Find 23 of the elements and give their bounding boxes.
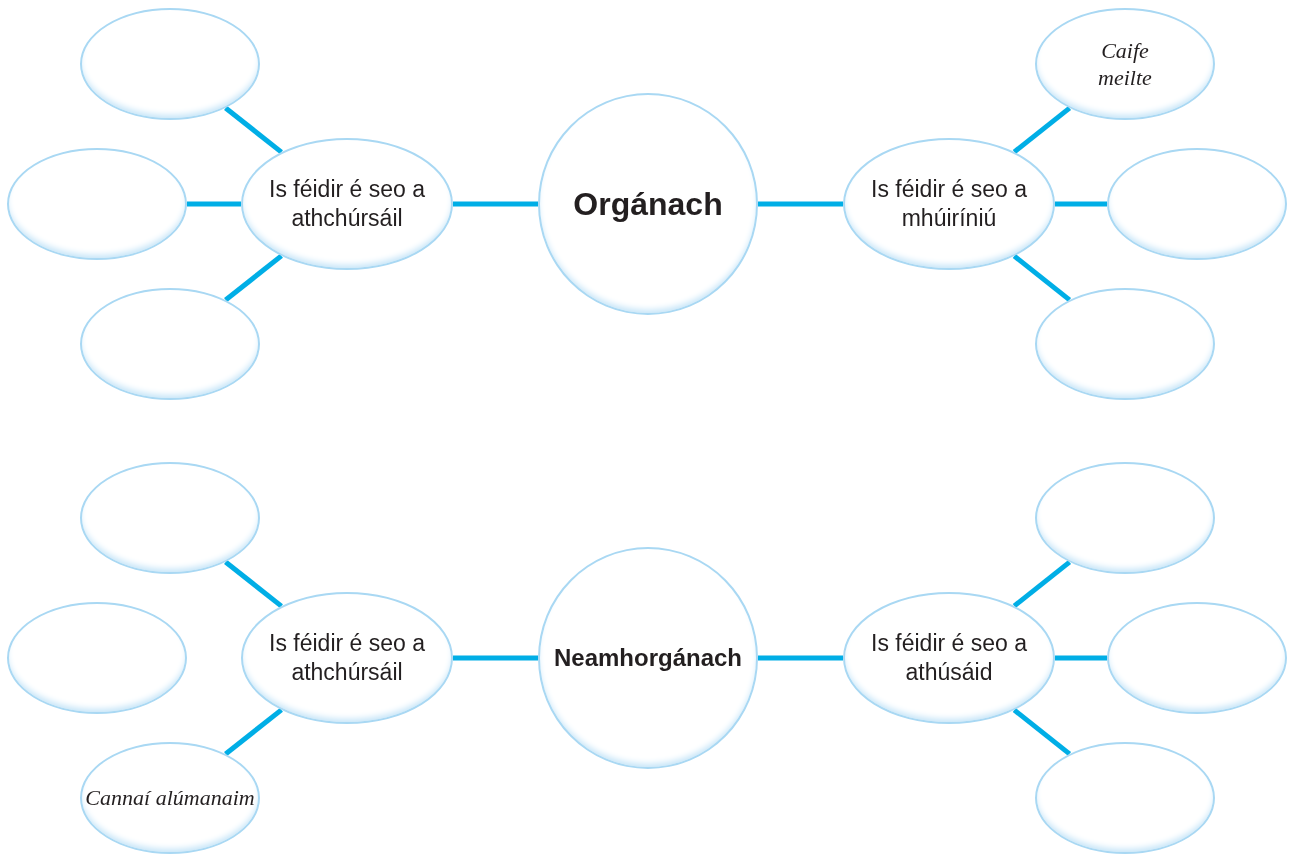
node-label: Is féidir é seo a mhúiríniú (870, 175, 1028, 233)
topic-title: Neamhorgánach (553, 643, 743, 673)
connector-line (1055, 201, 1107, 207)
connector-line (758, 201, 843, 207)
connector-line (758, 655, 843, 661)
connector-line (1012, 106, 1072, 154)
topic-title: Orgánach (573, 185, 723, 224)
node-label: Is féidir é seo a athúsáid (870, 629, 1028, 687)
connector-line (1012, 560, 1072, 608)
connector-line (187, 201, 241, 207)
connector-line (224, 707, 283, 756)
connector-line (1012, 254, 1072, 302)
node-label: Cannaí alúmanaim (85, 784, 255, 812)
connector-line (224, 106, 283, 155)
connector-line (1055, 655, 1107, 661)
connector-line (224, 560, 283, 609)
node-label: Caife meilte (1097, 36, 1153, 92)
connector-line (453, 655, 538, 661)
connector-line (453, 201, 538, 207)
connector-line (224, 253, 283, 302)
node-label: Is féidir é seo a athchúrsáil (268, 175, 426, 233)
connector-line (1012, 708, 1072, 756)
node-label: Is féidir é seo a athchúrsáil (268, 629, 426, 687)
